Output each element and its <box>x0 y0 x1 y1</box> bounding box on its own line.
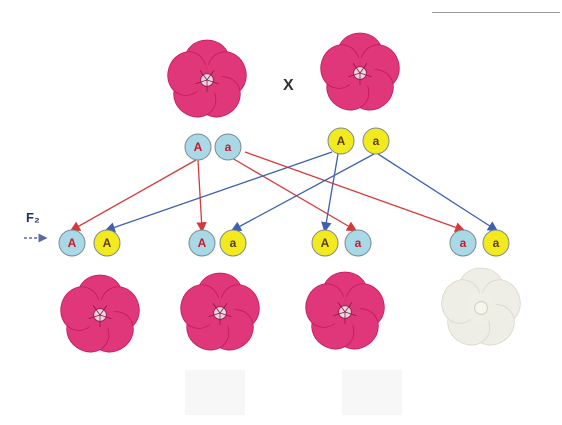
allele-letter: a <box>355 236 362 250</box>
flower-vein <box>219 303 228 314</box>
arrow-parent2 <box>321 153 339 233</box>
allele-a: a <box>362 127 390 155</box>
allele-A: A <box>184 133 212 161</box>
flower-vein <box>199 70 208 81</box>
allele-letter: A <box>68 236 77 250</box>
flower-vein <box>344 311 357 317</box>
arrow-parent1 <box>231 157 358 232</box>
allele-a: a <box>219 229 247 257</box>
flower-vein <box>337 302 346 313</box>
allele-letter: a <box>460 236 467 250</box>
flower-vein <box>333 311 346 317</box>
flower-vein <box>359 63 368 74</box>
offspring-flower-pink <box>60 274 140 353</box>
allele-circle <box>311 229 339 257</box>
allele-circle <box>449 229 477 257</box>
allele-a: a <box>482 229 510 257</box>
allele-A: A <box>188 229 216 257</box>
flower-vein <box>348 72 361 78</box>
allele-circle <box>188 229 216 257</box>
offspring-flower-pink <box>180 272 260 351</box>
allele-a: a <box>344 229 372 257</box>
parent-flower-pink-left <box>167 39 247 118</box>
corner-rule <box>432 12 560 13</box>
flower-vein <box>99 305 108 316</box>
faint-panel <box>342 370 402 415</box>
allele-circle <box>327 127 355 155</box>
arrow-parent1 <box>196 159 207 233</box>
allele-A: A <box>327 127 355 155</box>
allele-letter: A <box>337 134 346 148</box>
allele-letter: a <box>225 140 232 154</box>
allele-letter: A <box>103 236 112 250</box>
arrow-parent1 <box>69 159 197 232</box>
allele-A: A <box>311 229 339 257</box>
flower-vein <box>208 312 221 318</box>
flower-center <box>474 301 488 315</box>
f2-label: F₂ <box>26 210 40 225</box>
flower-vein <box>206 79 219 85</box>
flower-vein <box>219 312 232 318</box>
allele-a: a <box>449 229 477 257</box>
faint-panel <box>185 370 245 415</box>
allele-circle <box>93 229 121 257</box>
allele-letter: A <box>321 236 330 250</box>
cross-symbol: X <box>283 77 294 94</box>
allele-A: A <box>58 229 86 257</box>
offspring-flower-white <box>441 267 521 346</box>
flower-vein <box>344 302 353 313</box>
allele-A: A <box>93 229 121 257</box>
allele-circle <box>362 127 390 155</box>
allele-letter: A <box>198 236 207 250</box>
allele-circle <box>58 229 86 257</box>
flower-vein <box>88 314 101 320</box>
flower-vein <box>359 72 372 78</box>
flower-vein <box>92 305 101 316</box>
offspring-flowers <box>60 267 521 353</box>
allele-circle <box>344 229 372 257</box>
allele-letter: a <box>493 236 500 250</box>
allele-letter: A <box>194 140 203 154</box>
arrow-parent2 <box>377 153 499 232</box>
inheritance-arrows <box>69 151 499 233</box>
arrow-parent2 <box>104 151 333 233</box>
allele-letter: a <box>230 236 237 250</box>
allele-circle <box>214 133 242 161</box>
flower-vein <box>195 79 208 85</box>
allele-circle <box>219 229 247 257</box>
arrow-parent1 <box>244 151 466 233</box>
allele-letter: a <box>373 134 380 148</box>
flower-vein <box>206 70 215 81</box>
offspring-flower-pink <box>305 271 385 350</box>
flower-vein <box>212 303 221 314</box>
allele-a: a <box>214 133 242 161</box>
flower-vein <box>352 63 361 74</box>
flower-vein <box>99 314 112 320</box>
allele-circle <box>184 133 212 161</box>
allele-circle <box>482 229 510 257</box>
parent-flower-pink-right <box>320 32 400 111</box>
arrow-parent2 <box>230 153 375 232</box>
